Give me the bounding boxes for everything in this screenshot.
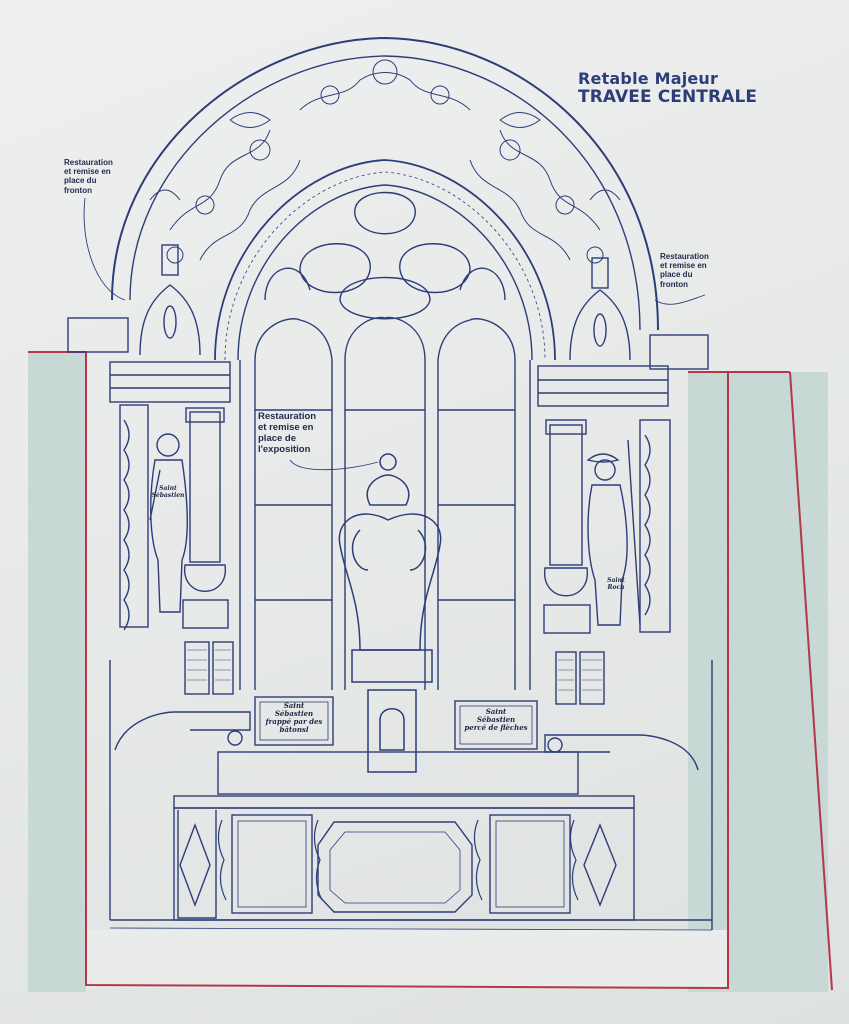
right-columns <box>543 419 671 634</box>
arch-ornament <box>149 59 621 264</box>
altar-step <box>217 751 579 795</box>
exposition-throne <box>338 453 442 773</box>
right-statue <box>586 439 641 626</box>
window-lancets <box>239 316 531 690</box>
left-plaque-text: Saint Sébastien frappé par des bâtonsl <box>265 701 323 735</box>
right-plaque-text: Saint Sébastien percé de flèches <box>464 707 528 733</box>
leader-center <box>289 459 379 471</box>
left-pediment <box>67 244 201 356</box>
window-arch-inner <box>237 184 533 361</box>
right-plaque-frame <box>454 700 538 750</box>
right-pediment <box>569 257 709 370</box>
right-statue-label: Saint Roch <box>607 577 625 591</box>
window-tracery <box>264 191 506 320</box>
entablatures <box>109 361 669 407</box>
annotation-right-pediment: Restauration et remise en place du front… <box>660 252 709 289</box>
left-statue-label: Saint Sébastien <box>151 485 185 499</box>
left-columns <box>119 404 229 631</box>
title-line-2: TRAVEE CENTRALE <box>578 87 758 108</box>
grilles <box>184 641 605 705</box>
annotation-center-exposition: Restauration et remise en place de l'exp… <box>258 411 317 455</box>
diagram-title: Retable Majeur TRAVEE CENTRALE <box>578 69 758 108</box>
left-statue <box>149 433 188 613</box>
annotation-left-pediment: Restauration et remise en place du front… <box>64 158 113 195</box>
leader-right <box>654 294 706 305</box>
leader-left <box>83 197 126 301</box>
altar-table <box>173 795 635 921</box>
window-arch-outer <box>214 159 556 361</box>
outer-arch-inner <box>129 55 641 331</box>
outer-arch <box>111 36 659 331</box>
left-plaque-frame <box>254 696 334 746</box>
title-line-1: Retable Majeur <box>578 69 719 88</box>
